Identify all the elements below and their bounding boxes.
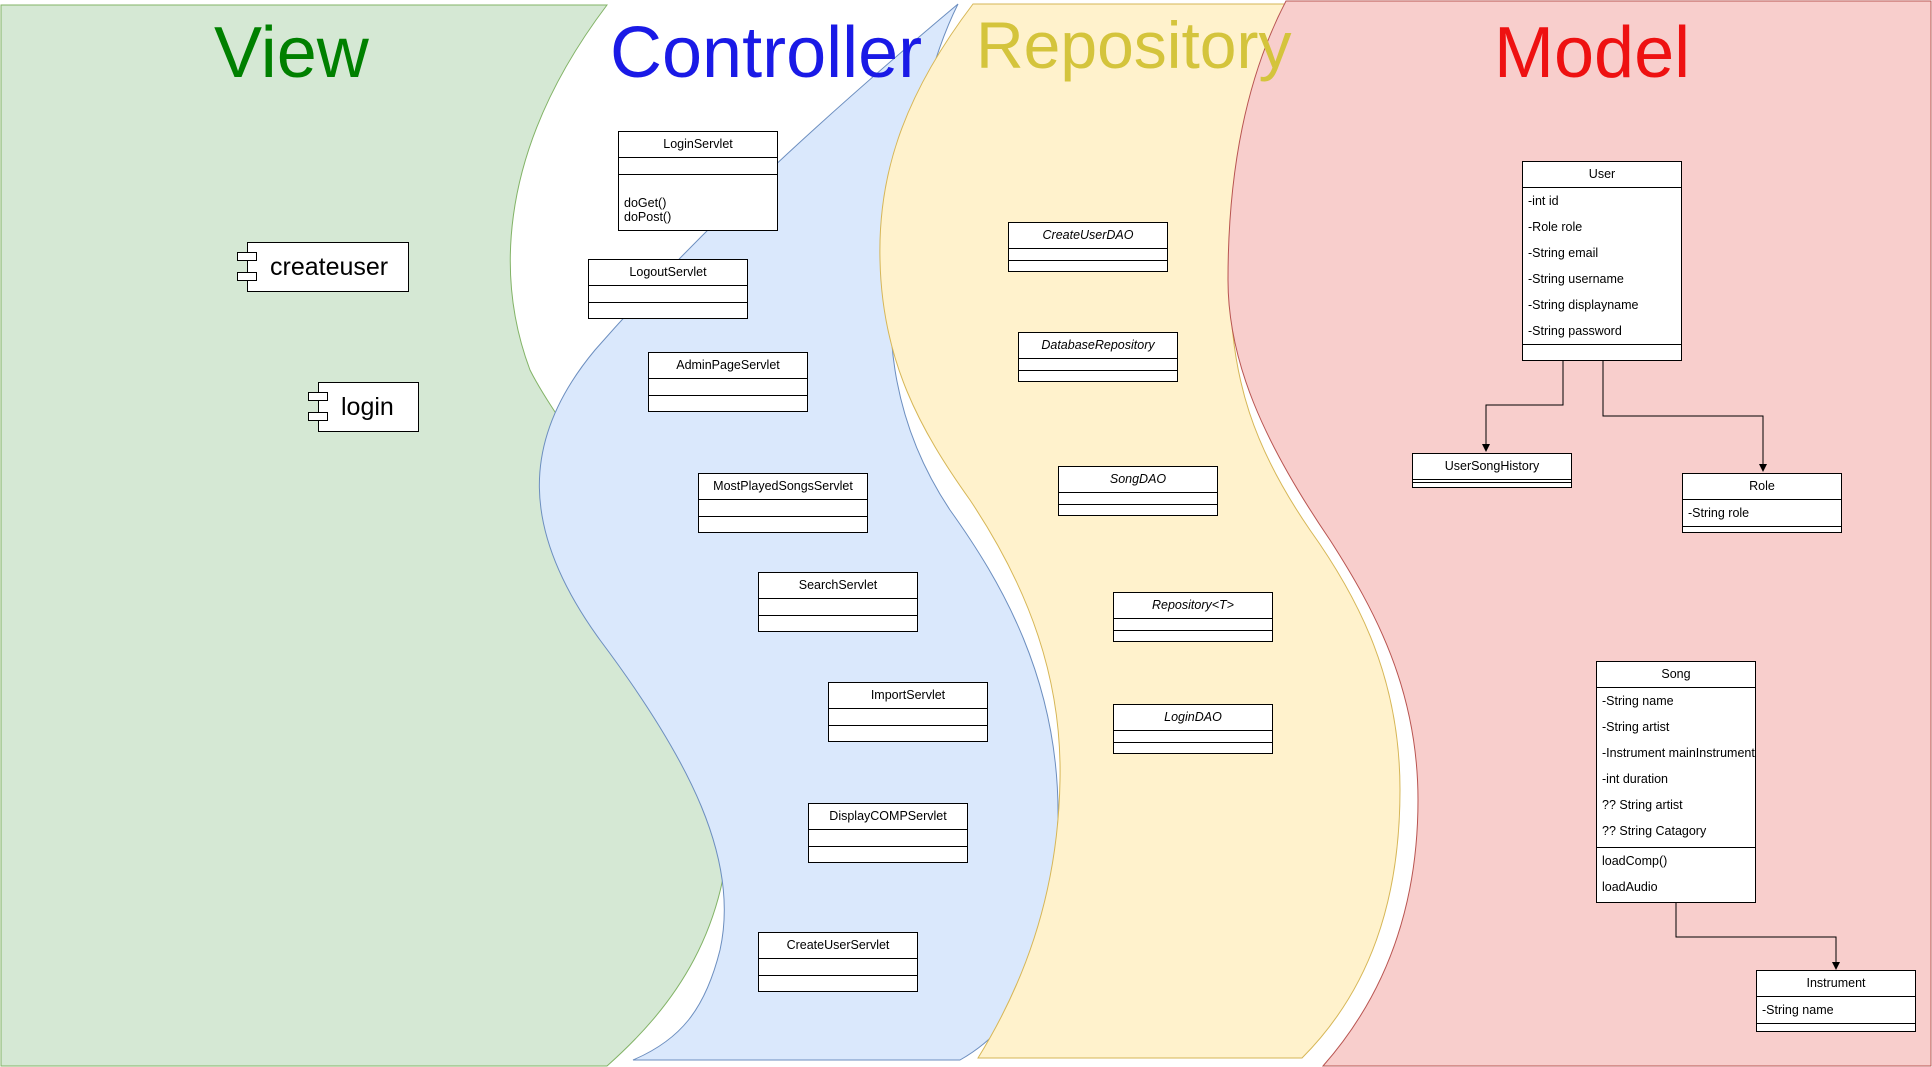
class-method: loadComp() (1602, 854, 1668, 868)
createuserservlet-class[interactable]: CreateUserServlet (758, 932, 918, 992)
class-field: -String displayname (1528, 298, 1639, 312)
class-attributes (1009, 249, 1167, 261)
repository-title: Repository (976, 8, 1292, 82)
class-field: -String role (1688, 506, 1750, 520)
class-attributes (1413, 480, 1571, 483)
songdao-class[interactable]: SongDAO (1058, 466, 1218, 516)
class-name: LoginServlet (619, 132, 777, 158)
user-to-usersonghistory-connector (1485, 360, 1564, 444)
class-attributes (1019, 359, 1177, 371)
class-attributes (1059, 493, 1217, 505)
class-attributes (759, 599, 917, 616)
role-class[interactable]: Role -String role (1682, 473, 1842, 533)
instrument-class[interactable]: Instrument -String name (1756, 970, 1916, 1032)
controller-title: Controller (610, 13, 923, 93)
createuser-component[interactable]: createuser (237, 242, 409, 292)
repository-t-class[interactable]: Repository<T> (1113, 592, 1273, 642)
instrument-arrowhead (1832, 962, 1840, 970)
class-attributes (829, 709, 987, 726)
class-attributes: -int id -Role role -String email -String… (1523, 188, 1681, 345)
model-title: Model (1494, 13, 1691, 93)
class-method: doPost() (624, 210, 672, 224)
class-field: ?? String Catagory (1602, 824, 1707, 838)
login-component[interactable]: login (308, 382, 419, 432)
class-field: -Role role (1528, 220, 1583, 234)
displaycompservlet-class[interactable]: DisplayCOMPServlet (808, 803, 968, 863)
class-attributes (619, 158, 777, 175)
class-field: -String name (1602, 694, 1674, 708)
class-name: LoginDAO (1114, 705, 1272, 731)
song-to-instrument-connector (1675, 903, 1837, 962)
component-port-bottom (237, 272, 257, 281)
class-attributes: -String name -String artist -Instrument … (1597, 688, 1755, 848)
searchservlet-class[interactable]: SearchServlet (758, 572, 918, 632)
class-field: -String email (1528, 246, 1599, 260)
class-attributes (759, 959, 917, 976)
class-name: ImportServlet (829, 683, 987, 709)
class-name: LogoutServlet (589, 260, 747, 286)
class-name: CreateUserDAO (1009, 223, 1167, 249)
user-to-role-connector (1602, 360, 1764, 464)
class-field: ?? String artist (1602, 798, 1683, 812)
class-name: Role (1683, 474, 1841, 500)
class-name: Song (1597, 662, 1755, 688)
class-name: MostPlayedSongsServlet (699, 474, 867, 500)
class-name: Instrument (1757, 971, 1915, 997)
component-port-top (308, 392, 328, 401)
class-name: UserSongHistory (1413, 454, 1571, 480)
importservlet-class[interactable]: ImportServlet (828, 682, 988, 742)
component-port-bottom (308, 412, 328, 421)
class-attributes (1114, 619, 1272, 631)
class-name: SongDAO (1059, 467, 1217, 493)
loginservlet-class[interactable]: LoginServlet doGet() doPost() (618, 131, 778, 231)
class-methods: loadComp() loadAudio (1597, 848, 1755, 900)
databaserepository-class[interactable]: DatabaseRepository (1018, 332, 1178, 382)
component-port-top (237, 252, 257, 261)
class-name: User (1523, 162, 1681, 188)
component-label: login (341, 393, 394, 421)
class-attributes: -String name (1757, 997, 1915, 1024)
createuserdao-class[interactable]: CreateUserDAO (1008, 222, 1168, 272)
class-field: -int id (1528, 194, 1559, 208)
class-field: -Instrument mainInstrument (1602, 746, 1755, 760)
class-name: DatabaseRepository (1019, 333, 1177, 359)
logoutservlet-class[interactable]: LogoutServlet (588, 259, 748, 319)
user-class[interactable]: User -int id -Role role -String email -S… (1522, 161, 1682, 361)
usersonghistory-arrowhead (1482, 444, 1490, 452)
adminpageservlet-class[interactable]: AdminPageServlet (648, 352, 808, 412)
class-name: Repository<T> (1114, 593, 1272, 619)
class-attributes: -String role (1683, 500, 1841, 527)
mostplayedsongsservlet-class[interactable]: MostPlayedSongsServlet (698, 473, 868, 533)
class-method: loadAudio (1602, 880, 1658, 894)
class-attributes (1114, 731, 1272, 743)
class-name: DisplayCOMPServlet (809, 804, 967, 830)
song-class[interactable]: Song -String name -String artist -Instru… (1596, 661, 1756, 903)
class-name: AdminPageServlet (649, 353, 807, 379)
role-arrowhead (1759, 464, 1767, 472)
class-attributes (649, 379, 807, 396)
class-attributes (809, 830, 967, 847)
usersonghistory-class[interactable]: UserSongHistory (1412, 453, 1572, 488)
class-field: -String username (1528, 272, 1624, 286)
view-title: View (214, 13, 369, 93)
component-label: createuser (270, 253, 389, 281)
class-method: doGet() (624, 196, 667, 210)
class-field: -String artist (1602, 720, 1670, 734)
logindao-class[interactable]: LoginDAO (1113, 704, 1273, 754)
class-field: -int duration (1602, 772, 1669, 786)
class-field: -String name (1762, 1003, 1834, 1017)
class-attributes (589, 286, 747, 303)
class-attributes (699, 500, 867, 517)
class-name: CreateUserServlet (759, 933, 917, 959)
class-name: SearchServlet (759, 573, 917, 599)
class-methods: doGet() doPost() (619, 175, 777, 224)
class-field: -String password (1528, 324, 1622, 338)
